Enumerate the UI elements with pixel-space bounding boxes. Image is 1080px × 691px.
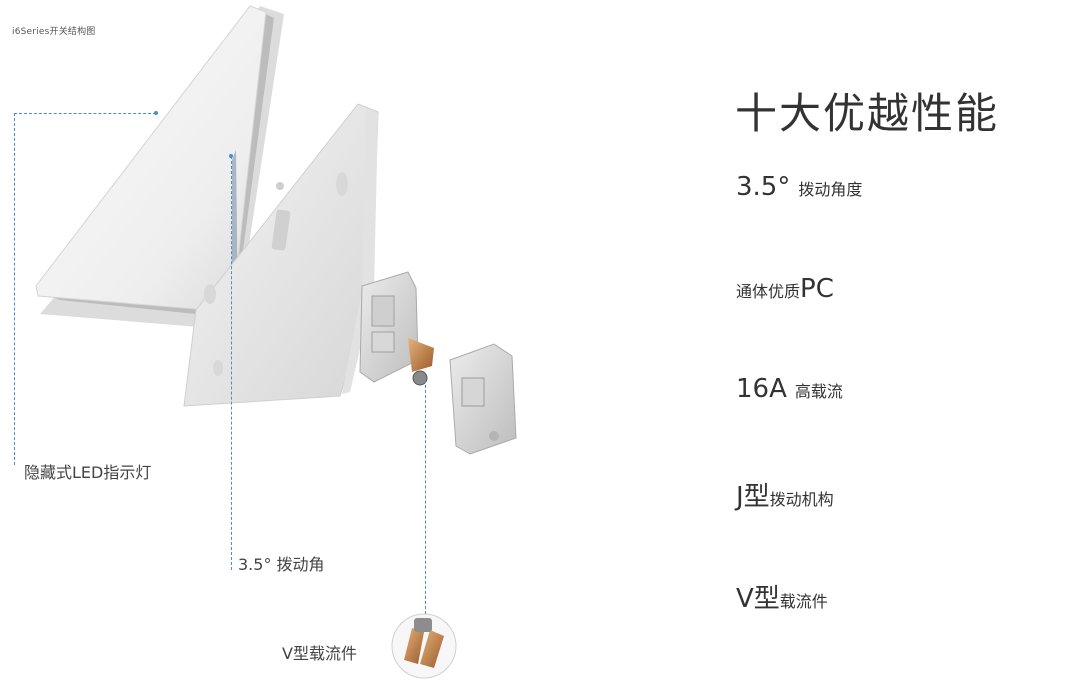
feature-label: 通体优质 [736,282,801,301]
toggle-angle-callout: 3.5° 拨动角 [238,555,325,574]
frame-plate [183,103,379,407]
feature-item: 3.5° 拨动角度 [736,172,862,202]
angle-leader-line [231,156,232,570]
feature-value: 16A [736,374,787,404]
angle-leader-dot [229,154,233,158]
feature-label: 高载流 [794,382,843,401]
feature-item: 16A 高载流 [736,374,843,404]
led-leader-dot [154,111,158,115]
feature-value: 3.5° [736,172,791,202]
led-leader-horizontal [14,113,156,114]
feature-label: 拨动角度 [798,180,863,199]
feature-label: 拨动机构 [769,490,834,509]
terminal-block [449,343,517,455]
feature-item: V型载流件 [736,578,828,615]
led-leader-vertical [14,113,15,465]
feature-value: V型 [736,584,780,614]
feature-value: PC [800,274,834,304]
feature-label: 载流件 [779,592,828,611]
led-indicator-callout: 隐藏式LED指示灯 [24,463,152,482]
v-conductor-callout: V型载流件 [282,644,357,663]
switch-mechanism [359,271,434,386]
feature-item: 通体优质PC [736,274,834,304]
features-title: 十大优越性能 [735,89,1000,138]
v-conductor-detail [391,613,457,679]
diagram-caption: i6Series开关结构图 [12,27,96,37]
feature-item: J型拨动机构 [736,476,834,513]
v-part-leader-line [425,380,426,614]
cover-plate [35,5,284,330]
feature-value: J型 [736,482,770,512]
